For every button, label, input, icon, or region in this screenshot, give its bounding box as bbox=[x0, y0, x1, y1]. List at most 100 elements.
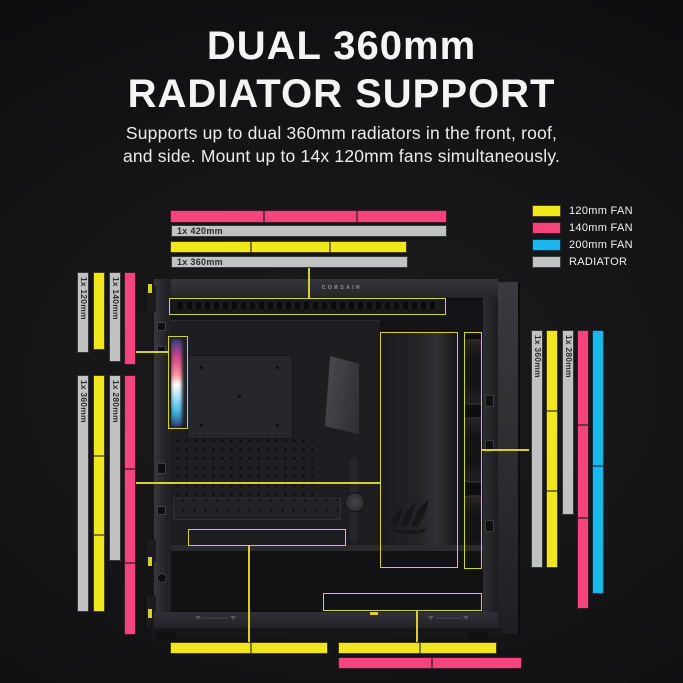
bar-label: 1x 360mm bbox=[79, 380, 89, 423]
cooler-silhouette bbox=[325, 356, 359, 434]
mount-zone-side-mount bbox=[380, 332, 458, 568]
bar-top-120mm-fans bbox=[170, 241, 407, 253]
bar-left-140mm-fan bbox=[124, 272, 136, 365]
front-latch bbox=[157, 573, 167, 583]
hinge-tab bbox=[145, 286, 156, 312]
case-brand-text: CORSAIR bbox=[321, 285, 363, 291]
legend-swatch bbox=[532, 239, 561, 251]
legend-swatch bbox=[532, 256, 561, 268]
perforation-grid bbox=[173, 436, 313, 496]
fan-segment-divider bbox=[250, 643, 252, 653]
bar-label: 1x 420mm bbox=[177, 226, 223, 236]
bar-label: 1x 360mm bbox=[533, 335, 543, 378]
connector-front-line bbox=[136, 351, 168, 353]
front-latch bbox=[157, 463, 166, 474]
title-line-1: DUAL 360mm bbox=[206, 24, 477, 68]
fan-segment-divider bbox=[125, 468, 135, 470]
rear-latch bbox=[485, 520, 494, 532]
connector-front-tick-top bbox=[148, 284, 152, 293]
title-line-2: RADIATOR SUPPORT bbox=[127, 72, 556, 116]
fan-segment-divider bbox=[94, 534, 104, 536]
front-latch bbox=[157, 322, 166, 331]
glass-side-panel bbox=[498, 282, 520, 634]
bar-left-120mm-fans bbox=[93, 375, 105, 612]
bar-right-radiator-360: 1x 360mm bbox=[531, 330, 543, 568]
case-base bbox=[150, 628, 502, 638]
legend-swatch bbox=[532, 222, 561, 234]
fan-segment-divider bbox=[431, 658, 433, 668]
connector-front-tick-mid bbox=[148, 557, 152, 566]
vent-mark bbox=[463, 616, 469, 620]
mount-zone-shroud-top bbox=[188, 529, 346, 546]
connector-front-tick-low bbox=[148, 609, 152, 618]
page-subtitle: Supports up to dual 360mm radiators in t… bbox=[0, 122, 683, 168]
fan-segment-divider bbox=[419, 643, 421, 653]
legend-item: RADIATOR bbox=[532, 256, 633, 268]
connector-shroud-line bbox=[248, 546, 250, 642]
gpu-panel bbox=[381, 333, 457, 567]
connector-base-tick bbox=[370, 612, 378, 615]
fan-segment-divider bbox=[593, 465, 603, 467]
connector-bottom-line bbox=[416, 611, 418, 642]
legend-item: 120mm FAN bbox=[532, 205, 633, 217]
fan-segment-divider bbox=[329, 242, 331, 252]
bar-label: 1x 280mm bbox=[111, 380, 121, 423]
side-fan-column bbox=[464, 333, 482, 569]
bar-label: 1x 360mm bbox=[177, 257, 223, 267]
fan-segment-divider bbox=[547, 490, 557, 492]
vent-mark bbox=[202, 617, 228, 619]
vent-mark bbox=[428, 616, 434, 620]
mount-zone-roof bbox=[169, 298, 446, 315]
psu-shroud bbox=[171, 551, 483, 612]
mount-zone-front-fan bbox=[168, 336, 188, 429]
rear-latch bbox=[485, 440, 494, 452]
bar-right-120mm-fans bbox=[546, 330, 558, 568]
corsair-sails-icon bbox=[391, 499, 429, 534]
vent-mark bbox=[195, 616, 201, 620]
connector-right-line bbox=[482, 449, 529, 451]
legend-label: RADIATOR bbox=[569, 256, 628, 268]
case-front-frame bbox=[154, 279, 171, 628]
fan-segment-divider bbox=[547, 410, 557, 412]
case-foot bbox=[468, 632, 488, 640]
fan-segment-divider bbox=[356, 211, 358, 222]
legend-item: 200mm FAN bbox=[532, 239, 633, 251]
legend-label: 120mm FAN bbox=[569, 205, 633, 217]
fan-segment-divider bbox=[94, 455, 104, 457]
bar-bottom-120mm-fans-left bbox=[170, 642, 328, 654]
bar-bottom-120mm-fans-right bbox=[338, 642, 497, 654]
legend: 120mm FAN 140mm FAN 200mm FAN RADIATOR bbox=[532, 205, 633, 273]
legend-swatch bbox=[532, 205, 561, 217]
bar-left-radiator-280: 1x 280mm bbox=[109, 375, 121, 561]
bar-left-radiator-360: 1x 360mm bbox=[77, 375, 89, 612]
fan-segment-divider bbox=[578, 424, 588, 426]
fan-segment-divider bbox=[125, 562, 135, 564]
subtitle-line-1: Supports up to dual 360mm radiators in t… bbox=[125, 123, 558, 143]
bar-right-radiator-280: 1x 280mm bbox=[562, 330, 574, 515]
fan-circle-icon bbox=[464, 417, 482, 483]
bar-right-140mm-fans bbox=[577, 330, 589, 609]
rail-knob bbox=[345, 492, 365, 512]
front-latch bbox=[157, 506, 166, 515]
vent-mark bbox=[435, 617, 461, 619]
front-latch bbox=[157, 346, 166, 355]
subtitle-line-2: and side. Mount up to 14x 120mm fans sim… bbox=[122, 146, 561, 166]
hinge-tab bbox=[145, 540, 156, 562]
fan-segment-divider bbox=[250, 242, 252, 252]
bar-left-140mm-fans bbox=[124, 375, 136, 635]
bar-label: 1x 120mm bbox=[79, 277, 89, 320]
mobo-standoff-plate bbox=[187, 355, 293, 439]
case-bottom-frame bbox=[154, 612, 498, 628]
bar-top-radiator-420: 1x 420mm bbox=[171, 225, 447, 237]
legend-item: 140mm FAN bbox=[532, 222, 633, 234]
rear-latch bbox=[485, 395, 494, 407]
psu-shroud-edge bbox=[171, 545, 483, 551]
connector-roof-line bbox=[308, 267, 310, 298]
mount-zone-bottom-mount bbox=[323, 593, 482, 611]
bar-label: 1x 140mm bbox=[111, 277, 121, 320]
bar-bottom-140mm-fans bbox=[338, 657, 522, 669]
bar-left-radiator-120: 1x 120mm bbox=[77, 272, 89, 353]
bar-top-radiator-360: 1x 360mm bbox=[171, 256, 408, 268]
